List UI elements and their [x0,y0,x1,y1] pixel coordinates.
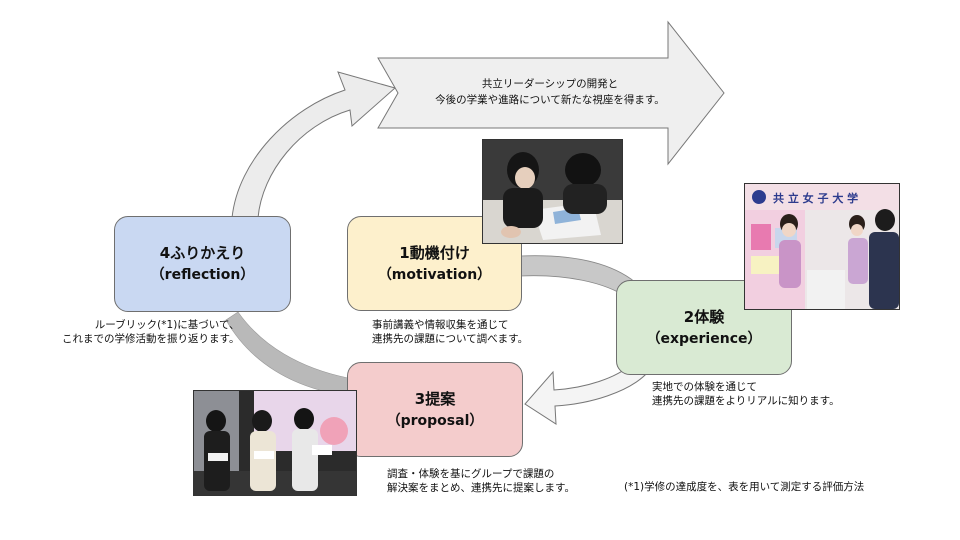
caption-experience-line-2: 連携先の課題をよりリアルに知ります。 [652,395,840,407]
caption-reflection-line-1: ルーブリック(*1)に基づいて、 [94,319,240,331]
caption-proposal: 調査・体験を基にグループで課題の 解決案をまとめ、連携先に提案します。 [387,467,575,495]
goal-line-2: 今後の学業や進路について新たな視座を得ます。 [435,94,665,106]
arrow-experience-to-proposal [524,363,649,425]
caption-experience: 実地での体験を通じて 連携先の課題をよりリアルに知ります。 [652,380,840,408]
step-reflection-subtitle: （reflection） [150,267,255,283]
goal-arrow [377,20,725,166]
step-proposal-box: 3提案 （proposal） [347,362,523,457]
step-experience-box: 2体験 （experience） [616,280,792,375]
step-proposal-title: 3提案 [414,389,456,408]
goal-arrow-text: 共立リーダーシップの開発と 今後の学業や進路について新たな視座を得ます。 [420,76,680,108]
step-experience-subtitle: （experience） [646,330,762,347]
arrow-proposal-to-reflection [225,311,349,397]
caption-reflection: ルーブリック(*1)に基づいて、 これまでの学修活動を振り返ります。 [62,318,239,346]
photo-proposal [193,390,357,496]
caption-proposal-line-1: 調査・体験を基にグループで課題の [387,468,555,480]
caption-experience-line-1: 実地での体験を通じて [652,381,757,393]
caption-motivation: 事前講義や情報収集を通じて 連携先の課題について調べます。 [372,318,528,346]
footnote: (*1)学修の達成度を、表を用いて測定する評価方法 [624,481,865,493]
caption-motivation-line-1: 事前講義や情報収集を通じて [372,319,509,331]
photo-motivation [482,139,623,244]
step-proposal-subtitle: （proposal） [386,412,484,429]
step-reflection-title: 4ふりかえり [159,244,246,262]
caption-proposal-line-2: 解決案をまとめ、連携先に提案します。 [387,482,575,494]
goal-line-1: 共立リーダーシップの開発と [481,78,619,90]
curved-arrow-reflection-to-goal [231,71,397,219]
step-experience-title: 2体験 [683,307,725,326]
caption-reflection-line-2: これまでの学修活動を振り返ります。 [62,333,240,345]
photo-experience: 共 立 女 子 大 学 [744,183,900,310]
step-motivation-title: 1動機付け [399,243,470,262]
step-motivation-subtitle: （motivation） [377,266,492,283]
photo-sign-text: 共 立 女 子 大 学 [773,191,858,205]
step-motivation-box: 1動機付け （motivation） [347,216,522,311]
step-reflection-box: 4ふりかえり （reflection） [114,216,291,312]
caption-motivation-line-2: 連携先の課題について調べます。 [372,333,529,345]
